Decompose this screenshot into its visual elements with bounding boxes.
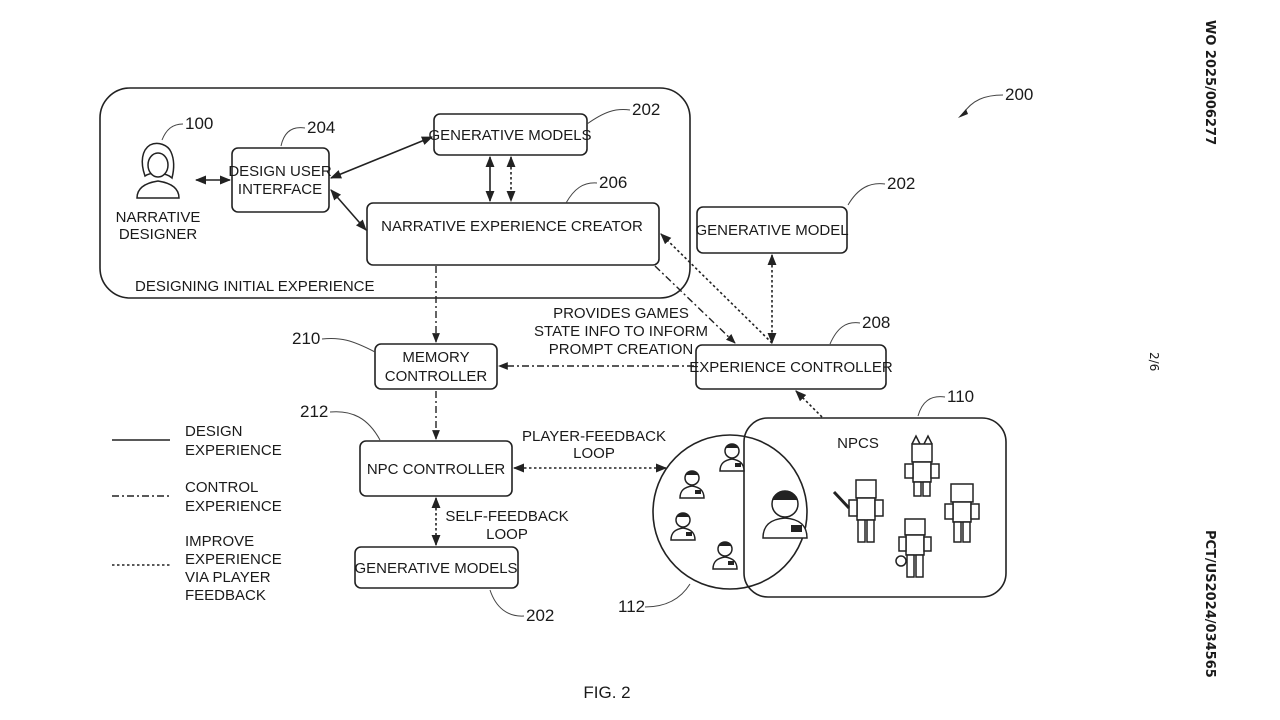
player-icon (719, 443, 745, 472)
figure-ref-arrow (958, 109, 968, 118)
experience-controller-ref: 208 (862, 313, 890, 332)
player-icon (679, 470, 705, 499)
legend-3-label-3: VIA PLAYER (185, 569, 271, 586)
player-feedback-note-2: LOOP (573, 445, 615, 462)
design-user-interface-box (231, 147, 330, 213)
narrative-experience-creator-box (366, 202, 660, 266)
npc-controller-ref: 212 (300, 402, 328, 421)
publication-number: WO 2025/006277 (1202, 20, 1217, 145)
players-ref: 112 (618, 597, 645, 616)
figure-caption: FIG. 2 (583, 683, 630, 702)
game-state-note-1: PROVIDES GAMES (553, 305, 689, 322)
generative-models-bottom-label: GENERATIVE MODELS (354, 560, 517, 577)
legend-2-label-2: EXPERIENCE (185, 498, 282, 515)
player-icon (670, 512, 696, 541)
generative-models-top-label: GENERATIVE MODELS (428, 127, 591, 144)
npc-character-icon (904, 434, 940, 497)
narrative-experience-creator-ref-leader (565, 182, 598, 204)
generative-model-ref-leader (847, 183, 886, 206)
npc-character-icon (832, 479, 884, 543)
generative-model-ref: 202 (887, 174, 915, 193)
design-ui-ref: 204 (307, 118, 335, 137)
experience-controller-label: EXPERIENCE CONTROLLER (689, 359, 893, 376)
generative-model-box (696, 206, 848, 254)
legend-1-label-1: DESIGN (185, 423, 243, 440)
memory-controller-ref: 210 (292, 329, 320, 348)
main-player-icon (762, 490, 808, 539)
legend-3-label-2: EXPERIENCE (185, 551, 282, 568)
legend-3-label-4: FEEDBACK (185, 587, 266, 604)
narrative-experience-creator-label: NARRATIVE EXPERIENCE CREATOR (381, 218, 643, 235)
ui-generative-arrow (329, 136, 434, 179)
npcs-ref-leader (917, 396, 946, 417)
legend-3-label-1: IMPROVE (185, 533, 254, 550)
npc-controller-label: NPC CONTROLLER (367, 461, 506, 478)
player-feedback-note-1: PLAYER-FEEDBACK (522, 428, 666, 445)
game-state-note-3: PROMPT CREATION (549, 341, 693, 358)
npcs-ref: 110 (947, 387, 974, 406)
self-feedback-note-2: LOOP (486, 526, 528, 543)
player-icon (712, 541, 738, 570)
npc-character-icon (944, 483, 980, 543)
controller-creator-feedback-arrow (660, 233, 773, 344)
self-feedback-note-1: SELF-FEEDBACK (445, 508, 568, 525)
figure-ref: 200 (1005, 85, 1033, 104)
generative-model-label: GENERATIVE MODEL (695, 222, 848, 239)
game-state-note-2: STATE INFO TO INFORM (534, 323, 708, 340)
npcs-controller-feedback-arrow (795, 390, 823, 418)
narrative-designer-icon (136, 142, 180, 199)
generative-models-top-box (433, 113, 588, 156)
narrative-designer-label-2: DESIGNER (119, 226, 198, 243)
figure-ref-leader (962, 94, 1004, 115)
sheet-number: 2/6 (1147, 352, 1161, 371)
memory-controller-label-2: CONTROLLER (385, 368, 488, 385)
creator-controller-arrow (654, 265, 736, 344)
memory-controller-ref-leader (321, 337, 376, 353)
npc-controller-box (359, 440, 513, 497)
design-ui-label-2: INTERFACE (238, 181, 322, 198)
generative-models-bottom-ref-leader (489, 589, 525, 617)
experience-controller-box (695, 344, 887, 390)
players-group (652, 434, 808, 590)
generative-models-bottom-box (354, 546, 519, 589)
npcs-label: NPCS (837, 435, 879, 452)
memory-controller-label-1: MEMORY (402, 349, 469, 366)
designing-group-label: DESIGNING INITIAL EXPERIENCE (135, 278, 375, 295)
generative-models-top-ref-leader (586, 109, 631, 125)
ui-creator-arrow (330, 189, 367, 231)
narrative-designer-ref: 100 (185, 114, 213, 133)
legend-1-label-2: EXPERIENCE (185, 442, 282, 459)
narrative-designer-label-1: NARRATIVE (116, 209, 201, 226)
experience-controller-ref-leader (829, 322, 861, 345)
generative-models-top-ref: 202 (632, 100, 660, 119)
design-ui-ref-leader (280, 127, 306, 147)
legend-2-label-1: CONTROL (185, 479, 258, 496)
application-number: PCT/US2024/034565 (1202, 530, 1217, 678)
generative-models-bottom-ref: 202 (526, 606, 554, 625)
players-ref-leader (644, 583, 691, 608)
npc-character-icon (895, 518, 932, 578)
npc-controller-ref-leader (329, 411, 381, 441)
memory-controller-box (374, 343, 498, 390)
narrative-experience-creator-ref: 206 (599, 173, 627, 192)
narrative-designer-ref-leader (161, 123, 184, 141)
design-ui-label-1: DESIGN USER (228, 163, 332, 180)
